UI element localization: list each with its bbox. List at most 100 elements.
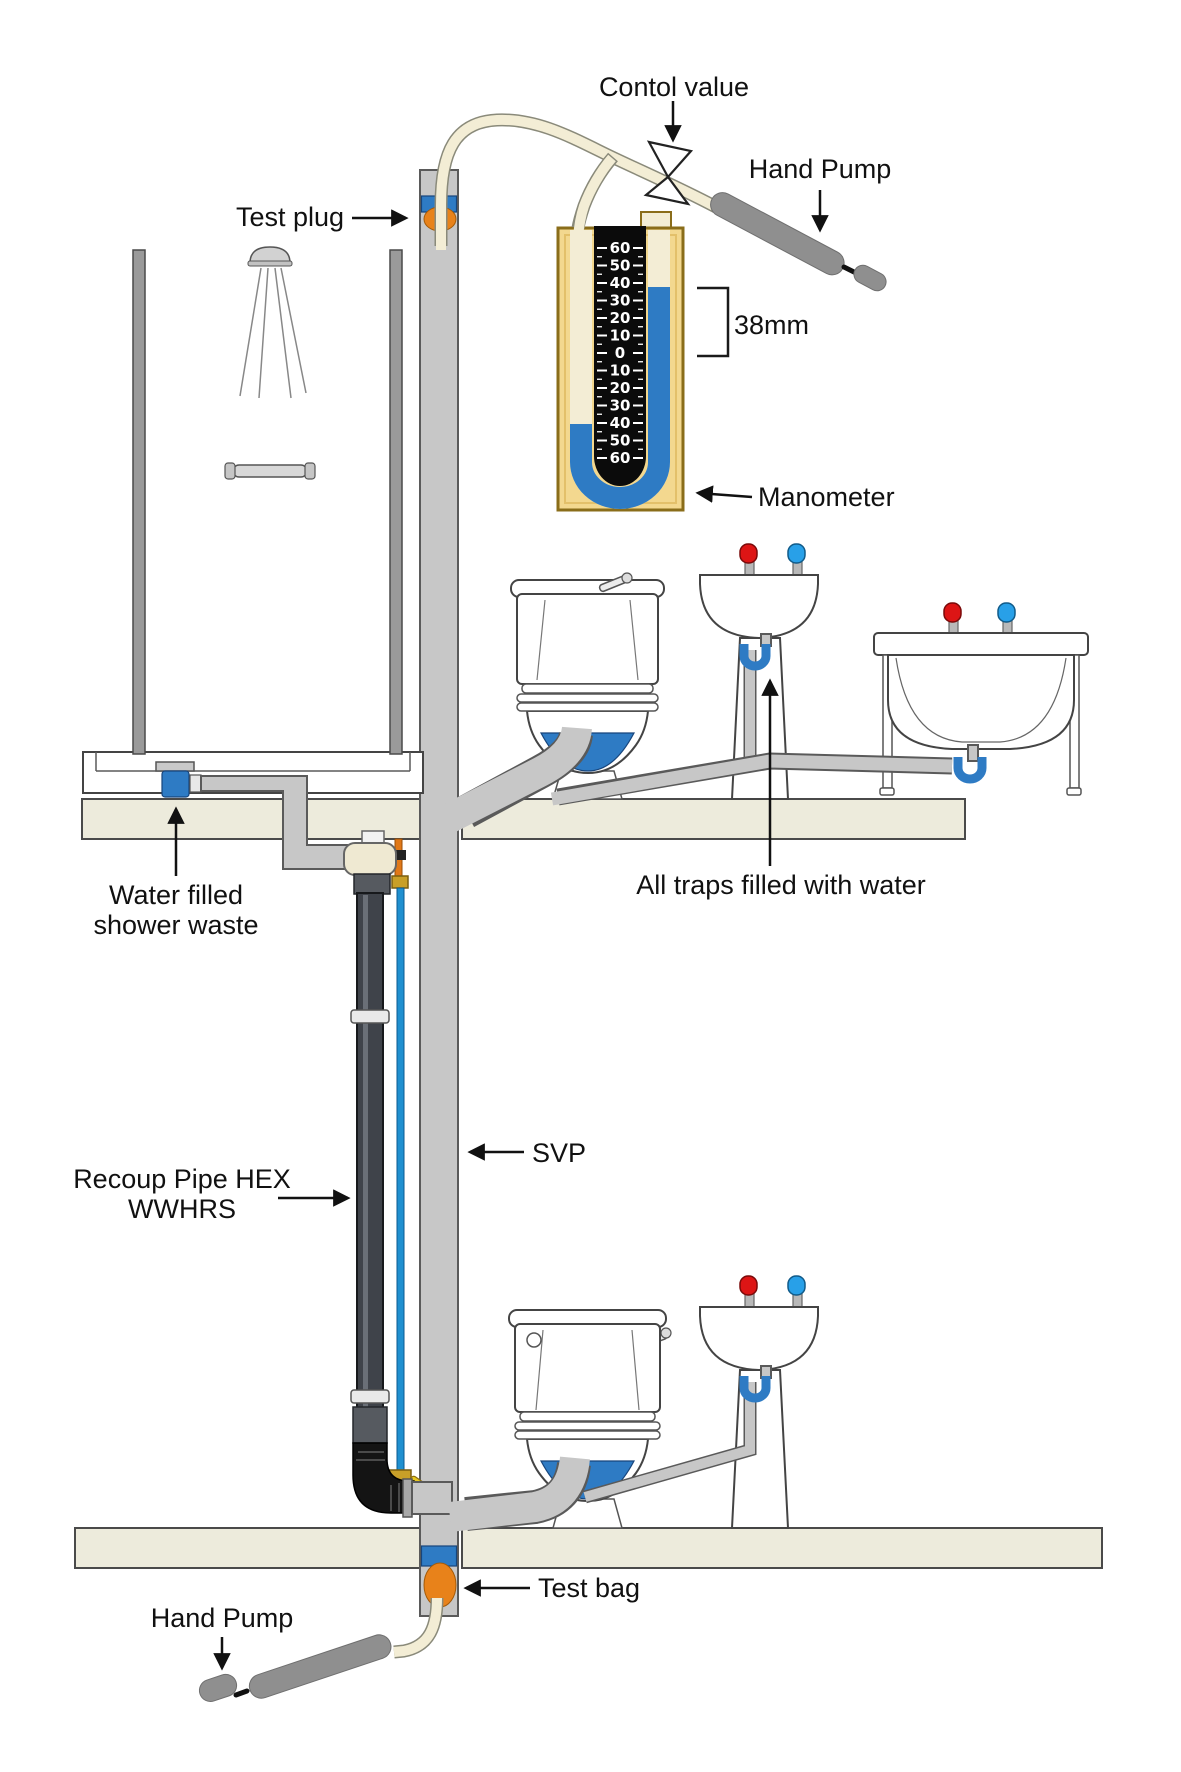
shower-drain-plate <box>155 761 195 772</box>
scale-label: 20 <box>610 379 631 397</box>
hand-pump-top-label: Hand Pump <box>749 154 892 184</box>
test-hose-bottom <box>393 1597 444 1659</box>
test-hose-top <box>434 113 720 250</box>
reading-38mm-label: 38mm <box>734 310 809 340</box>
recovered-water-pipe <box>396 887 405 1473</box>
shower-waste-trap <box>161 770 190 798</box>
lower-basin <box>583 1275 819 1529</box>
control-valve-label: Contol value <box>599 72 749 102</box>
bath-drain-stub <box>967 744 979 762</box>
scale-label: 30 <box>610 292 631 310</box>
elbow-adapter-ring <box>402 1478 413 1518</box>
recoup-pipe-highlight <box>363 895 368 1413</box>
shower-wall-right <box>389 249 403 755</box>
bathtub <box>873 602 1089 796</box>
manometer: 60 50 40 30 20 10 0 10 20 30 40 50 60 38… <box>556 211 809 512</box>
elbow-ribs <box>356 1451 400 1512</box>
cistern-button <box>526 1332 542 1348</box>
hand-pump-bottom-label: Hand Pump <box>151 1603 294 1633</box>
hex-head-fitting <box>343 842 397 876</box>
seat-ring-2 <box>516 693 659 703</box>
brass-fitting-top <box>391 875 409 889</box>
scale-label: 30 <box>610 397 631 415</box>
shower-waste-label-1: Water filled <box>109 880 243 910</box>
manometer-ticks <box>597 247 643 459</box>
scale-label: 50 <box>610 432 631 450</box>
scale-label: 40 <box>610 274 631 292</box>
scale-label: 10 <box>610 327 631 345</box>
flush-lever-knob <box>660 1327 672 1339</box>
floor-slab-lower-right <box>461 1527 1103 1569</box>
bath-trap-water <box>953 757 987 784</box>
hand-pump-top <box>710 192 887 292</box>
annotations: Contol value Hand Pump Test plug Manomet… <box>73 72 926 1671</box>
recoup-label-1: Recoup Pipe HEX <box>73 1164 291 1194</box>
scale-label: 50 <box>610 257 631 275</box>
flush-lever-knob <box>621 572 633 584</box>
pump-knob <box>198 1673 238 1703</box>
hand-pump-bottom <box>198 1634 392 1703</box>
shower-spray-lines <box>239 267 307 399</box>
trap-connector <box>189 774 202 793</box>
shower-enclosure <box>82 246 424 798</box>
cold-tap-icon <box>787 543 806 564</box>
scale-label: 60 <box>610 239 631 257</box>
svp-label: SVP <box>532 1138 586 1168</box>
grab-bar-cap-right <box>304 462 316 480</box>
floor-slab-upper-right <box>461 798 966 840</box>
floor-slab-upper-left <box>81 798 421 840</box>
grab-bar-cap-left <box>224 462 236 480</box>
seat-ring-2 <box>514 1421 661 1431</box>
cistern-panel-lines <box>536 599 639 681</box>
manometer-scale-panel <box>594 226 646 486</box>
floor-slabs <box>74 798 1103 1569</box>
upper-branch-pipe <box>443 725 592 832</box>
recoup-collar-top <box>353 873 391 895</box>
recoup-collar-bottom <box>352 1406 388 1444</box>
test-plug-label: Test plug <box>236 202 344 232</box>
basin-trap-water <box>739 644 771 671</box>
basin-bowl <box>699 574 819 640</box>
elbow-adapter <box>411 1481 453 1515</box>
shower-waste-label-2: shower waste <box>93 910 258 940</box>
bath-foot-left <box>879 787 895 796</box>
manometer-scale-labels: 60 50 40 30 20 10 0 10 20 30 40 50 60 <box>610 239 631 467</box>
pump-link <box>233 1688 250 1698</box>
basin-trap-water <box>739 1376 771 1403</box>
floor-slab-lower-left <box>74 1527 421 1569</box>
cistern-panel-lines <box>535 1329 640 1411</box>
scale-label: 10 <box>610 362 631 380</box>
manometer-label: Manometer <box>758 482 895 512</box>
bath-foot-right <box>1066 787 1082 796</box>
bath-rim <box>873 632 1089 656</box>
recoup-pipe-body <box>356 892 384 1416</box>
shower-grab-bar <box>232 464 308 478</box>
seat-ring-3 <box>516 702 659 712</box>
recoup-pipe-assembly <box>343 830 453 1518</box>
svp-pipe-body <box>419 169 459 1617</box>
shower-head-icon <box>249 246 291 264</box>
dimension-bracket <box>697 286 730 358</box>
svp-pipe <box>419 169 459 1617</box>
shower-head-base <box>247 260 293 267</box>
hot-tap-icon <box>739 1275 758 1296</box>
basin-bowl <box>699 1306 819 1372</box>
scale-label: 40 <box>610 414 631 432</box>
pipe-clip-upper <box>350 1009 390 1024</box>
pump-knob <box>853 264 887 292</box>
scale-label: 20 <box>610 309 631 327</box>
lower-branch-pipe <box>448 1455 590 1532</box>
shower-wall-left <box>132 249 146 755</box>
cold-tap-icon <box>787 1275 806 1296</box>
shower-tray-floor-line <box>95 752 411 772</box>
control-valve-icon <box>643 140 694 206</box>
seat-ring-3 <box>514 1430 661 1440</box>
pipe-clip-lower <box>350 1389 390 1404</box>
copper-pipe-valve-icon <box>390 850 406 860</box>
scale-label: 60 <box>610 449 631 467</box>
manometer-water-column <box>570 287 670 509</box>
seat-ring-1 <box>519 1411 656 1422</box>
manometer-arrow <box>695 485 753 503</box>
seat-ring-1 <box>521 683 654 694</box>
